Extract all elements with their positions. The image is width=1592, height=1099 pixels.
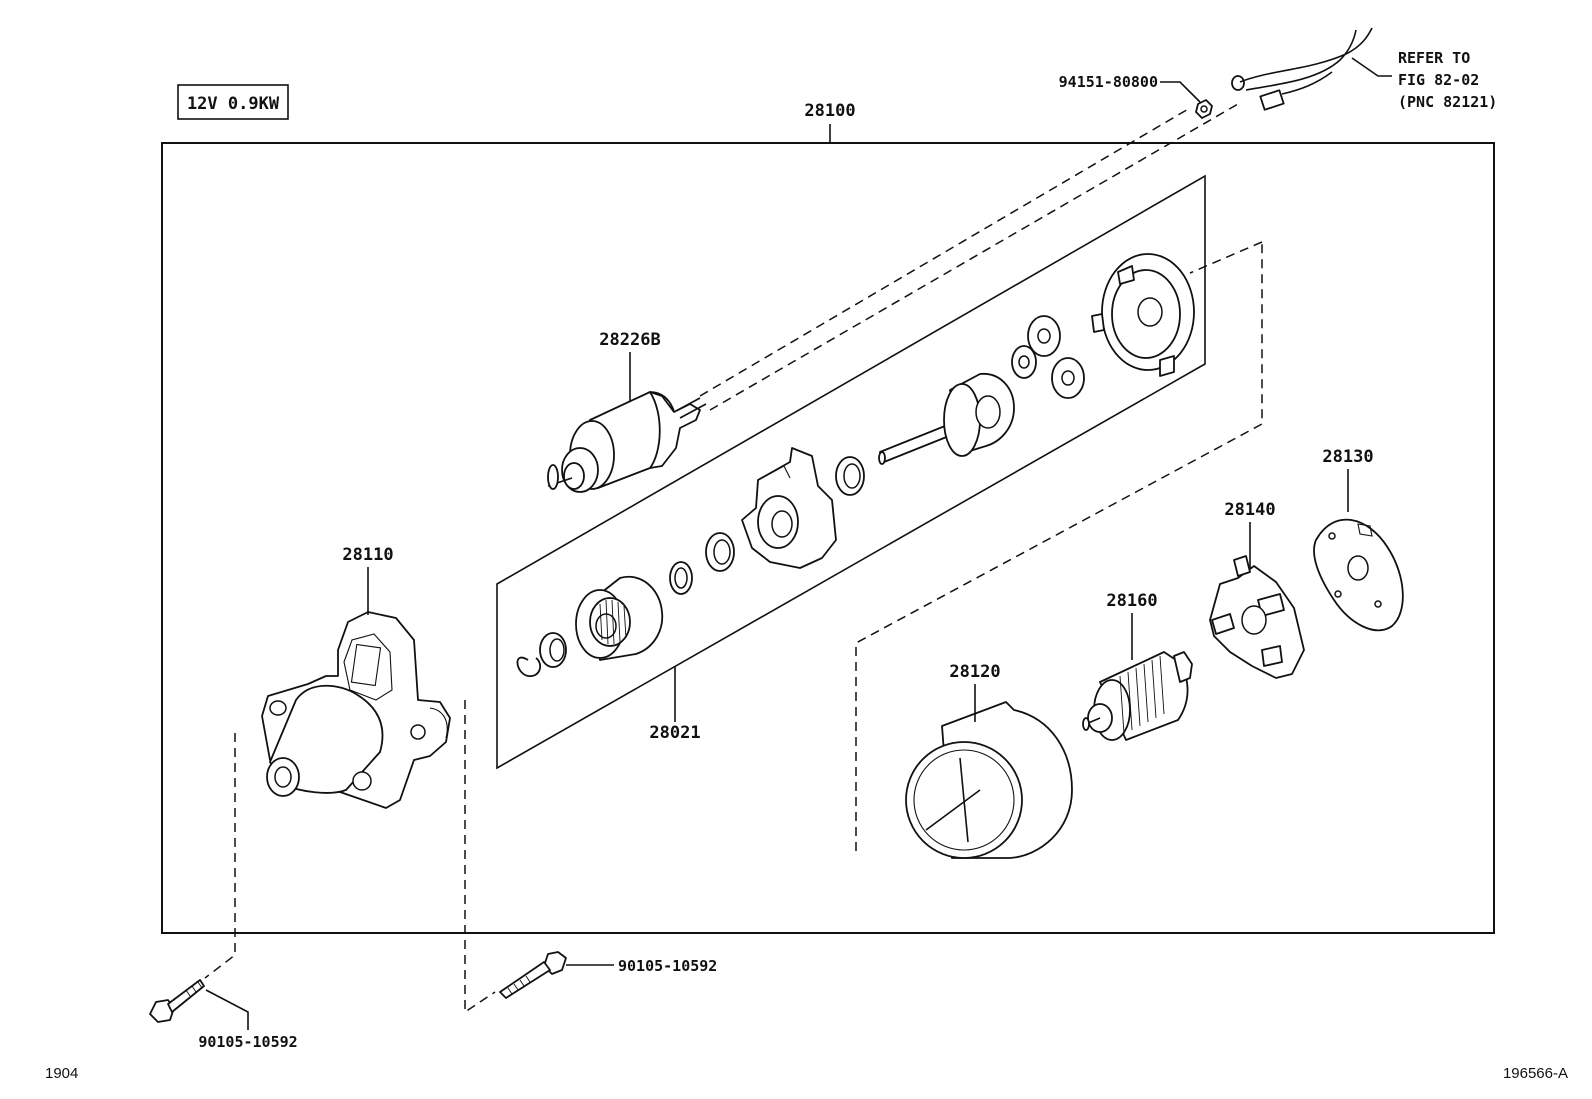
bolt-left xyxy=(149,979,205,1023)
label-solenoid: 28226B xyxy=(599,330,660,350)
refer-line-1: REFER TO xyxy=(1398,49,1470,67)
solenoid-dashed-2 xyxy=(709,103,1239,411)
label-nut: 94151-80800 xyxy=(1059,73,1158,91)
label-brush-holder: 28140 xyxy=(1224,500,1275,520)
end-frame-28130 xyxy=(1313,518,1404,632)
spec-box-text: 12V 0.9KW xyxy=(187,94,280,114)
yoke-group-dashed xyxy=(855,242,1263,851)
bolt-mid xyxy=(499,951,567,999)
refer-line-2: FIG 82-02 xyxy=(1398,71,1479,89)
label-bolt-mid: 90105-10592 xyxy=(618,957,717,975)
assembly-frame xyxy=(161,142,1495,934)
nut-94151 xyxy=(1195,27,1373,119)
armature-28160 xyxy=(1082,651,1193,741)
gear-kit-28021-parts xyxy=(516,253,1195,677)
bolt-left-dashed xyxy=(204,733,236,979)
gear-kit-panel xyxy=(496,174,1206,770)
label-yoke: 28120 xyxy=(949,662,1000,682)
solenoid-28226b xyxy=(547,391,707,493)
label-armature: 28160 xyxy=(1106,591,1157,611)
label-bolt-left: 90105-10592 xyxy=(198,1033,297,1051)
footer-left: 1904 xyxy=(45,1065,78,1082)
solenoid-dashed-1 xyxy=(699,107,1191,397)
label-end-frame: 28130 xyxy=(1322,447,1373,467)
spec-box: 12V 0.9KW xyxy=(177,84,289,120)
housing-28110 xyxy=(261,611,451,809)
label-gear-kit: 28021 xyxy=(649,723,700,743)
footer-right: 196566-A xyxy=(1503,1065,1568,1082)
refer-line-3: (PNC 82121) xyxy=(1398,93,1497,111)
bolt-mid-dashed xyxy=(464,700,496,1014)
yoke-28120 xyxy=(905,701,1073,859)
brush-holder-28140 xyxy=(1209,555,1305,679)
label-housing: 28110 xyxy=(342,545,393,565)
assembly-label: 28100 xyxy=(804,101,855,121)
